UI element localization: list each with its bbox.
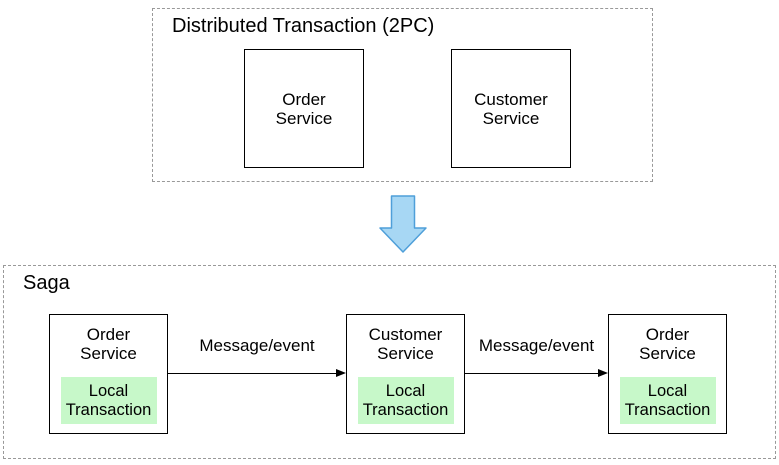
down-arrow-icon (379, 195, 427, 253)
edge-label: Message/event (478, 336, 595, 355)
saga-customer-service-box: Customer Service Local Transaction (346, 314, 465, 434)
local-transaction-label: Local Transaction (362, 381, 449, 419)
saga-order-service-box-2: Order Service Local Transaction (608, 314, 727, 434)
group-title-2pc: Distributed Transaction (2PC) (172, 15, 435, 37)
local-transaction-box: Local Transaction (619, 377, 716, 424)
saga-group: Saga Order Service Local Transaction Mes… (3, 265, 776, 459)
saga-order-service-box-1: Order Service Local Transaction (49, 314, 168, 434)
service-label: Order Service (80, 325, 137, 363)
arrow-line (168, 368, 346, 377)
message-event-edge-1: Message/event (168, 336, 346, 377)
group-title-saga: Saga (23, 272, 70, 294)
arrowhead-icon (598, 368, 608, 377)
customer-service-label: Customer Service (474, 89, 548, 128)
edge-label: Message/event (199, 336, 315, 355)
arrowhead-icon (336, 368, 346, 377)
local-transaction-label: Local Transaction (624, 381, 711, 419)
local-transaction-box: Local Transaction (60, 377, 157, 424)
arrow-line (465, 368, 608, 377)
order-service-label: Order Service (275, 89, 333, 128)
distributed-transaction-2pc-group: Distributed Transaction (2PC) Order Serv… (152, 8, 653, 182)
local-transaction-box: Local Transaction (357, 377, 454, 424)
message-event-edge-2: Message/event (465, 336, 608, 377)
local-transaction-label: Local Transaction (65, 381, 152, 419)
service-label: Customer Service (368, 325, 443, 363)
customer-service-box-2pc: Customer Service (451, 49, 571, 168)
order-service-box-2pc: Order Service (244, 49, 364, 168)
service-label: Order Service (639, 325, 696, 363)
down-arrow-shape (379, 195, 427, 253)
